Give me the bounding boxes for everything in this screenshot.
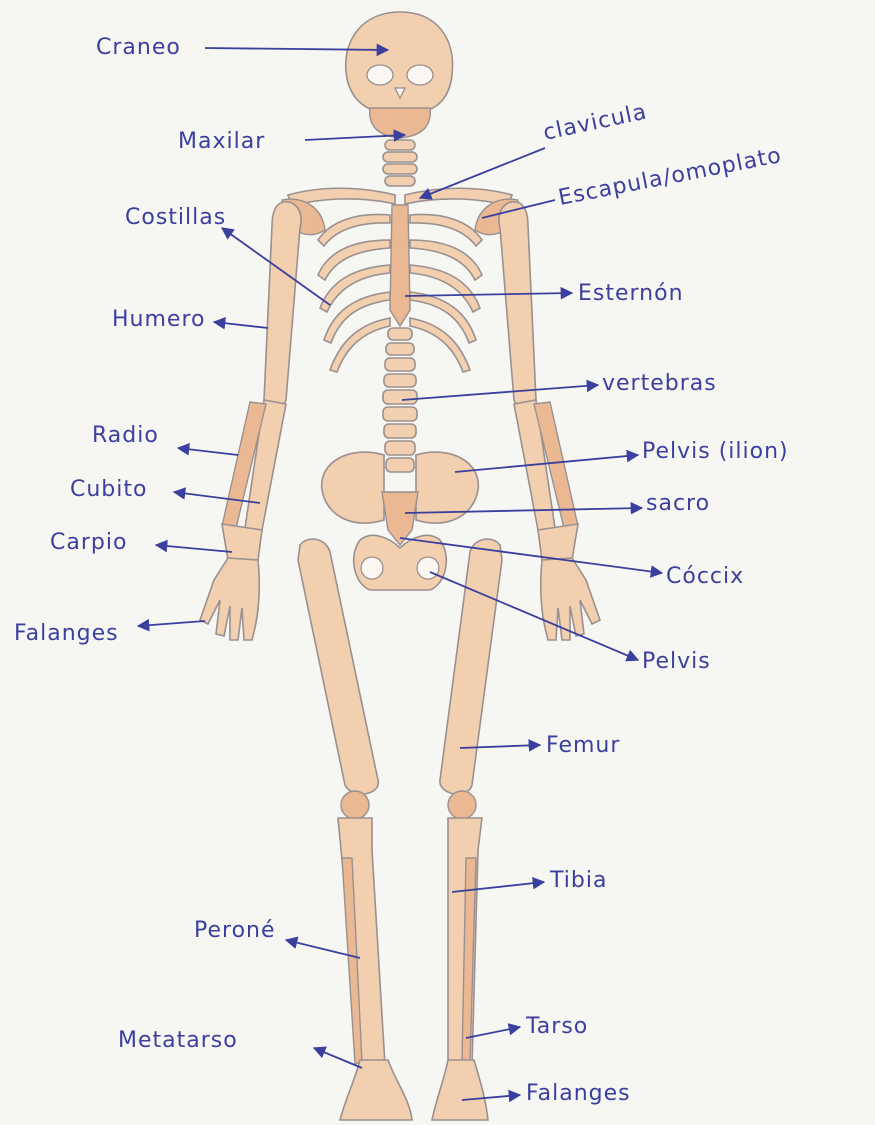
label-tarso: Tarso [525, 1014, 588, 1039]
label-metatarso: Metatarso [118, 1028, 238, 1053]
label-radio: Radio [92, 423, 159, 448]
jaw [370, 108, 431, 138]
skeleton-drawing [200, 12, 600, 1120]
label-clavicula: clavicula [541, 99, 649, 145]
label-carpio: Carpio [50, 530, 127, 555]
left-leg [298, 539, 412, 1120]
label-cubito: Cubito [70, 477, 147, 502]
label-falanges-mano: Falanges [14, 621, 119, 646]
label-craneo: Craneo [96, 35, 181, 60]
right-arm [499, 202, 600, 640]
left-arm [200, 202, 301, 640]
label-costillas: Costillas [125, 205, 226, 230]
ribs-right [410, 214, 482, 372]
label-maxilar: Maxilar [178, 129, 265, 154]
label-femur: Femur [546, 733, 620, 758]
neck-vertebrae [383, 140, 417, 186]
label-humero: Humero [112, 307, 205, 332]
label-tibia: Tibia [549, 868, 607, 893]
label-esternon: Esternón [578, 281, 684, 306]
label-escapula: Escapula/omoplato [556, 143, 783, 211]
label-perone: Peroné [194, 918, 276, 943]
sternum [390, 205, 410, 326]
ribs-left [318, 214, 390, 372]
label-pelvis-ilion: Pelvis (ilion) [642, 439, 789, 464]
skull [346, 12, 453, 110]
label-sacro: sacro [646, 491, 710, 516]
label-pelvis: Pelvis [642, 649, 711, 674]
label-vertebras: vertebras [602, 371, 717, 396]
label-coccix: Cóccix [666, 564, 744, 589]
label-falanges-pie: Falanges [526, 1081, 631, 1106]
